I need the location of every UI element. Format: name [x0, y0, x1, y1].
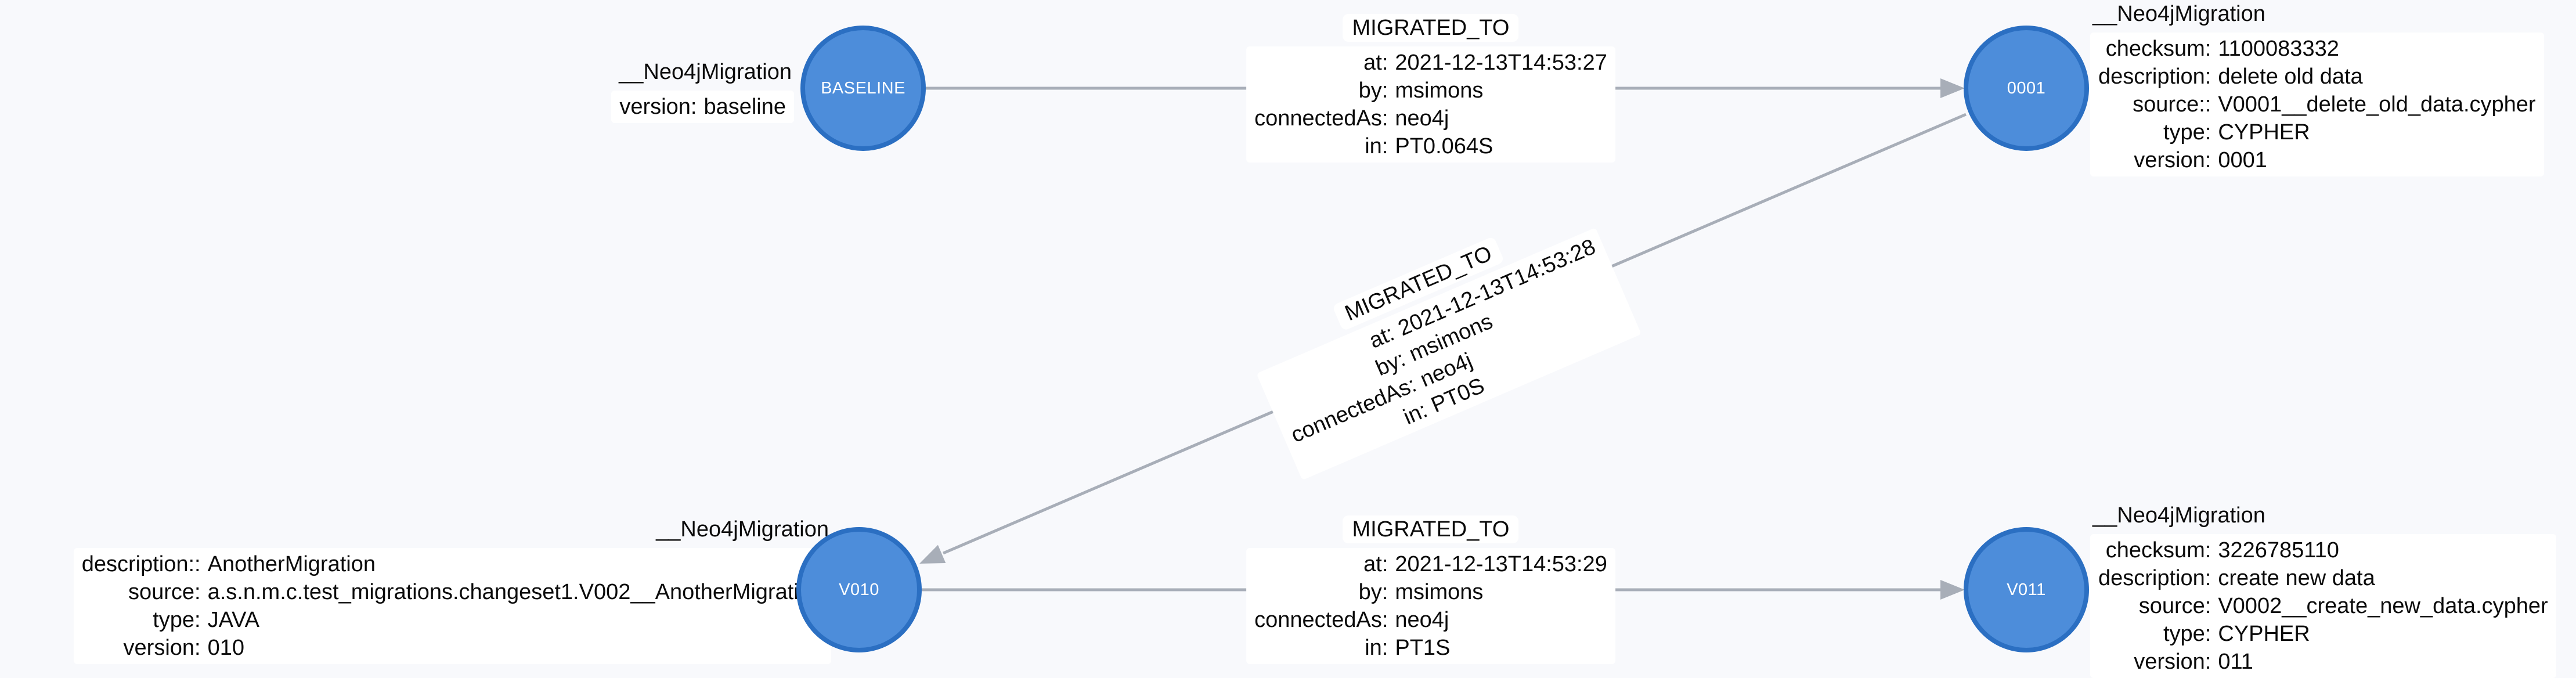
prop-value: 1100083332: [2218, 37, 2339, 61]
node-0001[interactable]: 0001: [1964, 26, 2089, 151]
prop-key: version:: [619, 95, 697, 119]
node-label-0001: __Neo4jMigration checksum: 1100083332 des…: [2090, 0, 2544, 176]
prop-key: version:: [123, 636, 201, 660]
relationship-label-v010-v011[interactable]: MIGRATED_TO at: 2021-12-13T14:53:29 by: ms…: [1246, 515, 1615, 664]
prop-key: type:: [153, 608, 201, 632]
relationship-type: MIGRATED_TO: [1343, 14, 1519, 42]
node-label-title: __Neo4jMigration: [656, 517, 829, 542]
prop-key: version:: [2134, 148, 2211, 172]
relationship-type: MIGRATED_TO: [1343, 515, 1519, 543]
node-v010[interactable]: V010: [796, 527, 922, 652]
prop-value: 011: [2218, 650, 2253, 674]
edge-0001-to-v010-arrowhead: [919, 544, 946, 564]
edge-baseline-to-0001-arrowhead: [1940, 78, 1965, 98]
node-caption: V010: [839, 580, 879, 599]
relationship-properties: at: 2021-12-13T14:53:29 by: msimons connec…: [1246, 548, 1615, 664]
node-properties: version:baseline: [611, 91, 794, 123]
prop-value: delete old data: [2218, 64, 2363, 89]
relationship-properties: at: 2021-12-13T14:53:27 by: msimons connec…: [1246, 46, 1615, 163]
prop-value: msimons: [1395, 78, 1484, 103]
prop-value: a.s.n.m.c.test_migrations.changeset1.V00…: [207, 580, 823, 604]
node-caption: BASELINE: [821, 78, 905, 98]
prop-value: 0001: [2218, 148, 2267, 172]
node-label-title: __Neo4jMigration: [2092, 503, 2265, 528]
prop-key: checksum:: [2105, 538, 2211, 562]
prop-key: at:: [1363, 51, 1388, 75]
prop-key: type:: [2163, 120, 2211, 145]
prop-value: V0001__delete_old_data.cypher: [2218, 92, 2536, 117]
prop-key: connectedAs:: [1254, 106, 1388, 131]
prop-value: 2021-12-13T14:53:29: [1395, 552, 1607, 576]
node-baseline[interactable]: BASELINE: [800, 26, 926, 151]
prop-value: baseline: [703, 95, 786, 119]
node-label-title: __Neo4jMigration: [2092, 2, 2265, 26]
relationship-type-row: MIGRATED_TO: [1246, 515, 1615, 543]
prop-key: source:: [2138, 594, 2211, 618]
node-v011[interactable]: V011: [1964, 527, 2089, 652]
node-label-title: __Neo4jMigration: [619, 60, 792, 84]
node-properties: checksum: 3226785110 description: create n…: [2090, 534, 2556, 678]
prop-key: source:: [128, 580, 201, 604]
node-label-v011: __Neo4jMigration checksum: 3226785110 des…: [2090, 502, 2556, 678]
prop-key: in:: [1365, 636, 1388, 660]
prop-key: connectedAs:: [1254, 608, 1388, 632]
prop-key: by:: [1358, 78, 1388, 103]
prop-value: 2021-12-13T14:53:27: [1395, 51, 1607, 75]
prop-value: 010: [207, 636, 245, 660]
prop-key: description:: [2098, 64, 2211, 89]
prop-value: 3226785110: [2218, 538, 2339, 562]
node-properties: checksum: 1100083332 description: delete o…: [2090, 33, 2544, 176]
relationship-type-row: MIGRATED_TO: [1246, 14, 1615, 42]
prop-key: version:: [2134, 650, 2211, 674]
prop-value: neo4j: [1395, 608, 1449, 632]
prop-key: description:: [2098, 566, 2211, 590]
prop-key: at:: [1363, 552, 1388, 576]
prop-value: neo4j: [1395, 106, 1449, 131]
prop-key: source::: [2133, 92, 2211, 117]
node-label-v010: __Neo4jMigration description::AnotherMig…: [73, 515, 831, 664]
prop-value: CYPHER: [2218, 120, 2310, 145]
prop-value: PT0.064S: [1395, 134, 1493, 158]
relationship-label-baseline-0001[interactable]: MIGRATED_TO at: 2021-12-13T14:53:27 by: ms…: [1246, 14, 1615, 163]
node-caption: 0001: [2007, 78, 2046, 98]
prop-value: msimons: [1395, 580, 1484, 604]
prop-value: CYPHER: [2218, 622, 2310, 646]
node-label-baseline: __Neo4jMigration version:baseline: [611, 58, 794, 123]
prop-value: create new data: [2218, 566, 2375, 590]
prop-value: JAVA: [207, 608, 260, 632]
prop-key: checksum:: [2105, 37, 2211, 61]
prop-value: V0002__create_new_data.cypher: [2218, 594, 2548, 618]
node-properties: description::AnotherMigration source:a.s…: [73, 548, 831, 664]
prop-value: AnotherMigration: [207, 552, 376, 576]
node-caption: V011: [2007, 580, 2046, 599]
prop-key: description::: [81, 552, 201, 576]
prop-key: by:: [1358, 580, 1388, 604]
prop-value: PT1S: [1395, 636, 1451, 660]
edge-v010-to-v011-arrowhead: [1940, 580, 1965, 600]
prop-key: type:: [2163, 622, 2211, 646]
prop-key: in:: [1365, 134, 1388, 158]
